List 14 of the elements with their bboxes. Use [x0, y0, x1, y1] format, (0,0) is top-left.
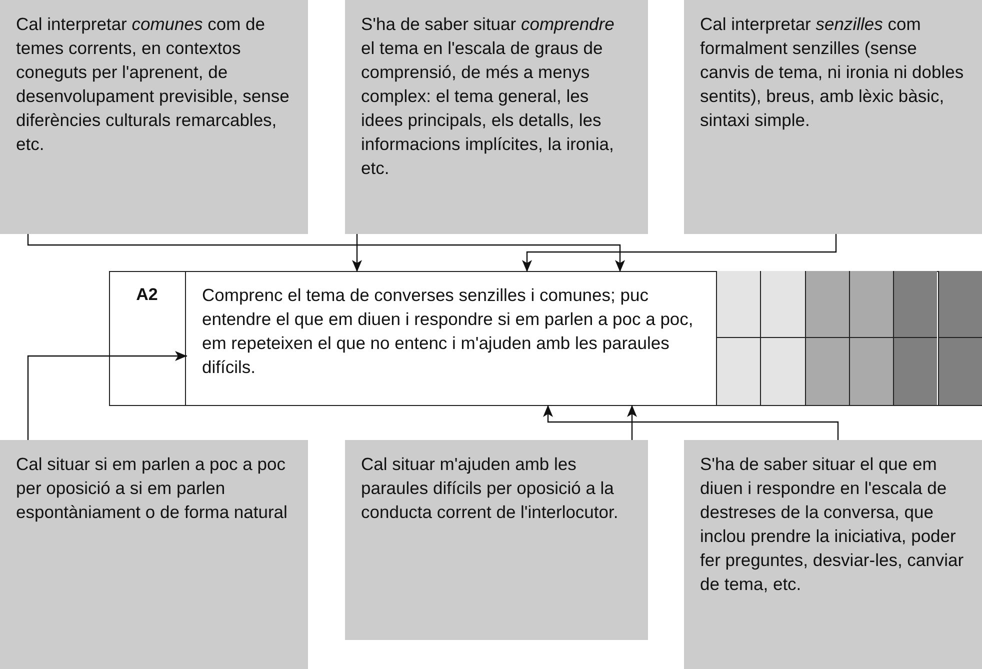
leader-line	[352, 234, 362, 272]
callout-box: Cal situar si em parlen a poc a poc per oposició a si em parlen espontàniament o de forma natural	[0, 440, 308, 669]
callout-box: S'ha de saber situar el que em diuen i respondre en l'escala de destreses de la conversa, que inclou prendre la iniciativa, poder fer preguntes, desviar-les, canviar de tema, etc.	[684, 440, 982, 669]
leader-line	[27, 351, 187, 440]
leader-line	[543, 405, 839, 440]
level-label: A2	[109, 271, 186, 406]
callout-box: S'ha de saber situar comprendre el tema en l'escala de graus de comprensió, de més a menys complex: el tema general, les idees principals, els detalls, les informacions implícites, la ironia, etc.	[345, 0, 648, 234]
callout-box: Cal interpretar comunes com de temes corrents, en contextos coneguts per l'aprenent, de desenvolupament previsible, sense diferències culturals remarcables, etc.	[0, 0, 308, 234]
leader-line	[522, 234, 837, 272]
callout-box: Cal interpretar senzilles com formalment senzilles (sense canvis de tema, ni ironia ni dobles sentits), breus, amb lèxic bàsic, sintaxi simple.	[684, 0, 982, 234]
leader-line	[27, 234, 625, 272]
callout-box: Cal situar m'ajuden amb les paraules difícils per oposició a la conducta corrent de l'interlocutor.	[345, 440, 648, 640]
leader-line	[627, 405, 637, 440]
descriptor-text: Comprenc el tema de converses senzilles i comunes; puc entendre el que em diuen i respondre si em parlen a poc a poc, em repeteixen el que no entenc i m'ajuden amb les paraules difícils.	[186, 271, 716, 406]
